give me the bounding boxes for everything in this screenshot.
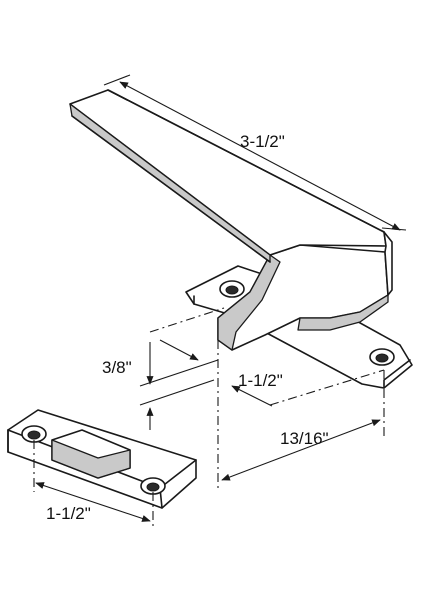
base-center-lines <box>149 307 385 492</box>
base-screw-hole-right <box>369 348 395 366</box>
dimension-keeper-hole-spacing <box>35 482 151 522</box>
lock-handle <box>69 89 393 351</box>
label-base-hole-spacing: 1-1/2" <box>238 371 283 390</box>
keeper-center-lines <box>33 440 154 528</box>
label-base-thickness: 3/8" <box>102 358 132 377</box>
dimension-handle-length <box>103 74 407 231</box>
label-offset: 13/16" <box>280 429 329 448</box>
label-keeper-hole-spacing: 1-1/2" <box>46 504 91 523</box>
keeper-slot <box>51 429 131 479</box>
keeper-screw-hole-right <box>140 477 166 495</box>
keeper-screw-hole-left <box>21 425 47 443</box>
base-screw-hole-left <box>219 280 245 298</box>
label-handle-length: 3-1/2" <box>240 132 285 151</box>
dimension-base-thickness <box>139 342 219 430</box>
dimension-offset <box>221 419 381 481</box>
dimension-base-hole-spacing <box>159 339 273 407</box>
